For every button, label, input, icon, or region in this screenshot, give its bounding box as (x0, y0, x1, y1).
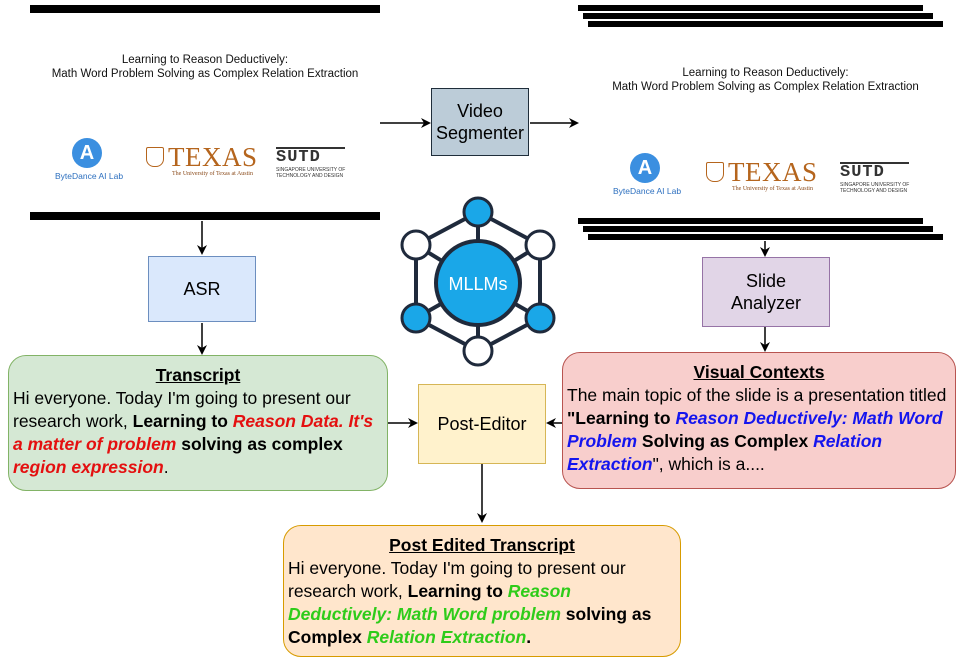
slide-top-bar-3 (588, 21, 943, 27)
texas-sub: The University of Texas at Austin (172, 171, 253, 177)
sutd-sub1: SINGAPORE UNIVERSITY OF (840, 182, 910, 188)
transcript-text: . (163, 457, 169, 477)
slide-title: Learning to Reason Deductively: Math Wor… (30, 53, 380, 81)
slide-title: Learning to Reason Deductively: Math Wor… (588, 66, 943, 94)
visual-bold: "Learning to (567, 408, 676, 428)
sutd-sub1: SINGAPORE UNIVERSITY OF (276, 167, 346, 173)
sutd-sub2: TECHNOLOGY AND DESIGN (840, 188, 908, 194)
bytedance-logo: A ByteDance AI Lab (55, 138, 123, 181)
slide-title-line1: Learning to Reason Deductively: (121, 54, 289, 66)
post-edited-bold: . (526, 627, 532, 647)
slide-top-bar (30, 5, 380, 13)
post-edited-text: Hi everyone. Today I'm going to present … (288, 558, 626, 601)
post-edited-bold: solving as Complex (288, 604, 652, 647)
post-editor-label: Post-Editor (437, 414, 527, 434)
slide-analyzer-line2: Analyzer (730, 293, 802, 313)
texas-shield-icon (706, 162, 724, 182)
slide-title-line2: Math Word Problem Solving as Complex Rel… (612, 81, 919, 93)
transcript-bold: solving as complex (176, 434, 343, 454)
graph-node-top (462, 196, 494, 228)
asr-label: ASR (183, 279, 221, 299)
mllms-label: MLLMs (448, 274, 507, 294)
sutd-logo: SUTD SINGAPORE UNIVERSITY OF TECHNOLOGY … (840, 162, 910, 194)
slide-bottom-bar (578, 218, 923, 224)
visual-text: The main topic of the slide is a present… (567, 385, 947, 405)
visual-contexts-body: The main topic of the slide is a present… (567, 384, 951, 476)
visual-contexts-panel: Visual Contexts The main topic of the sl… (562, 352, 956, 489)
post-edited-body: Hi everyone. Today I'm going to present … (288, 557, 676, 649)
texas-shield-icon (146, 147, 164, 167)
texas-word: TEXAS (728, 157, 818, 187)
texas-word: TEXAS (168, 142, 258, 172)
texas-logo: TEXAS The University of Texas at Austin (706, 158, 818, 192)
graph-node-lower-right (524, 302, 556, 334)
slide-analyzer-line1: Slide (745, 271, 787, 291)
bytedance-icon: A (72, 138, 102, 168)
post-edited-bold: Learning to (407, 581, 508, 601)
slide-bottom-bar (30, 212, 380, 220)
graph-node-upper-right (524, 229, 556, 261)
bytedance-label: ByteDance AI Lab (613, 186, 682, 196)
post-edited-transcript-panel: Post Edited Transcript Hi everyone. Toda… (283, 525, 681, 657)
bytedance-label: ByteDance AI Lab (55, 171, 124, 181)
slide-bottom-bar-2 (583, 226, 933, 232)
transcript-panel: Transcript Hi everyone. Today I'm going … (8, 355, 388, 491)
slide-analyzer-box: Slide Analyzer (702, 257, 830, 327)
texas-sub: The University of Texas at Austin (732, 186, 813, 192)
bytedance-logo: A ByteDance AI Lab (613, 153, 681, 196)
graph-node-bottom (462, 335, 494, 367)
video-segmenter-line2: Segmenter (435, 123, 525, 143)
sutd-mark: SUTD (276, 147, 346, 167)
right-slide-thumbnail: Learning to Reason Deductively: Math Wor… (578, 5, 943, 240)
graph-node-lower-left (400, 302, 432, 334)
visual-context-highlight: Relation Extraction (567, 431, 883, 474)
slide-bottom-bar-3 (588, 234, 943, 240)
visual-text: ", which is a.... (652, 454, 765, 474)
transcript-bold: Learning to (132, 411, 233, 431)
post-editor-box: Post-Editor (418, 384, 546, 464)
transcript-text: Hi everyone. Today I'm going to present … (13, 388, 351, 431)
video-segmenter-line1: Video (457, 101, 503, 121)
slide-title-line1: Learning to Reason Deductively: (682, 67, 849, 79)
slide-top-bar-2 (583, 13, 933, 19)
visual-bold: Solving as Complex (637, 431, 814, 451)
slide-top-bar (578, 5, 923, 11)
sutd-mark: SUTD (840, 162, 910, 182)
post-edited-correction: Reason Deductively: Math Word problem (288, 581, 571, 624)
slide-title-line2: Math Word Problem Solving as Complex Rel… (51, 68, 359, 80)
post-edited-correction: Relation Extraction (366, 627, 527, 647)
sutd-sub2: TECHNOLOGY AND DESIGN (276, 173, 344, 179)
visual-context-highlight: Reason Deductively: Math Word Problem (567, 408, 943, 451)
texas-logo: TEXAS The University of Texas at Austin (146, 143, 258, 177)
transcript-error: Reason Data. It's a matter of problem (13, 411, 374, 454)
asr-box: ASR (148, 256, 256, 322)
post-edited-title: Post Edited Transcript (389, 535, 575, 555)
video-segmenter-box: Video Segmenter (431, 88, 529, 156)
bytedance-icon: A (630, 153, 660, 183)
graph-node-upper-left (400, 229, 432, 261)
visual-contexts-title: Visual Contexts (693, 362, 825, 382)
transcript-error: region expression (13, 457, 164, 477)
graph-node-center (434, 239, 522, 327)
left-slide-thumbnail: Learning to Reason Deductively: Math Wor… (30, 5, 380, 220)
transcript-body: Hi everyone. Today I'm going to present … (13, 387, 383, 479)
transcript-title: Transcript (155, 365, 241, 385)
sutd-logo: SUTD SINGAPORE UNIVERSITY OF TECHNOLOGY … (276, 147, 346, 179)
